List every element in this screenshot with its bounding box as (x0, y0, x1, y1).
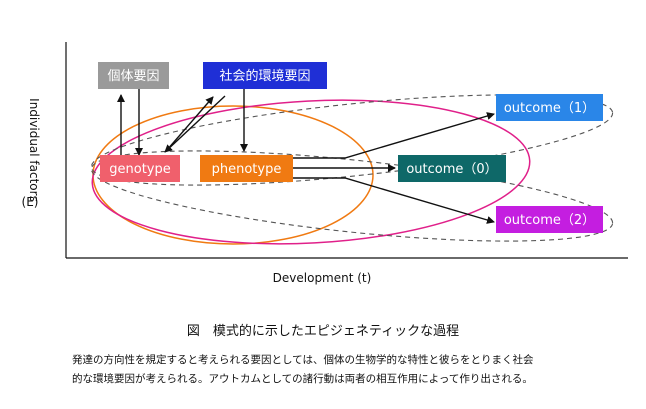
node-phenotype-box (200, 155, 293, 182)
node-genotype: genotype (100, 155, 180, 182)
node-genotype-box (100, 155, 180, 182)
arrow-phenotype-to-outcome1 (293, 112, 495, 159)
node-shakai-label: 社会的環境要因 (219, 68, 310, 84)
y-axis-label: Individual factors (27, 98, 41, 202)
arrow-phenotype-to-outcome2 (293, 177, 495, 224)
node-kotai-box (98, 62, 169, 89)
node-outcome2: outcome（2） (496, 206, 603, 233)
figure-caption-body: 発達の方向性を規定すると考えられる要因としては、個体の生物学的な特性と彼らをとり… (72, 351, 632, 389)
node-outcome1: outcome（1） (496, 94, 603, 121)
figure-caption-line-2: 的な環境要因が考えられる。アウトカムとしての諸行動は両者の相互作用によって作り出… (72, 373, 533, 385)
node-kotai-label: 個体要因 (107, 69, 159, 84)
node-outcome0: outcome（0） (398, 155, 506, 182)
node-shakai-box (203, 62, 327, 89)
y-axis-label-group: Individual factors (27, 98, 41, 202)
figure-caption-line-1: 発達の方向性を規定すると考えられる要因としては、個体の生物学的な特性と彼らをとり… (72, 354, 534, 366)
outcome1-dashed-ellipse (90, 94, 614, 186)
y-axis-label-unit: (E) (22, 195, 39, 209)
node-outcome0-label: outcome（0） (406, 162, 497, 177)
node-outcome2-label: outcome（2） (504, 213, 595, 228)
node-phenotype-label: phenotype (212, 162, 282, 177)
node-kotai: 個体要因 (98, 62, 169, 89)
node-outcome1-label: outcome（1） (504, 101, 595, 116)
node-shakai: 社会的環境要因 (203, 62, 327, 89)
node-phenotype: phenotype (200, 155, 293, 182)
node-outcome2-box (496, 206, 603, 233)
node-genotype-label: genotype (109, 162, 170, 177)
x-axis-label: Development (t) (273, 271, 372, 285)
figure-caption-title: 図 模式的に示したエピジェネティックな過程 (186, 324, 460, 339)
arrow-shakai-to-genotype (164, 95, 226, 153)
arrow-genotype-to-shakai (166, 96, 214, 151)
outcome0-ellipse (91, 99, 531, 245)
node-outcome1-box (496, 94, 603, 121)
node-outcome0-box (398, 155, 506, 182)
outcome2-dashed-ellipse (90, 150, 614, 242)
